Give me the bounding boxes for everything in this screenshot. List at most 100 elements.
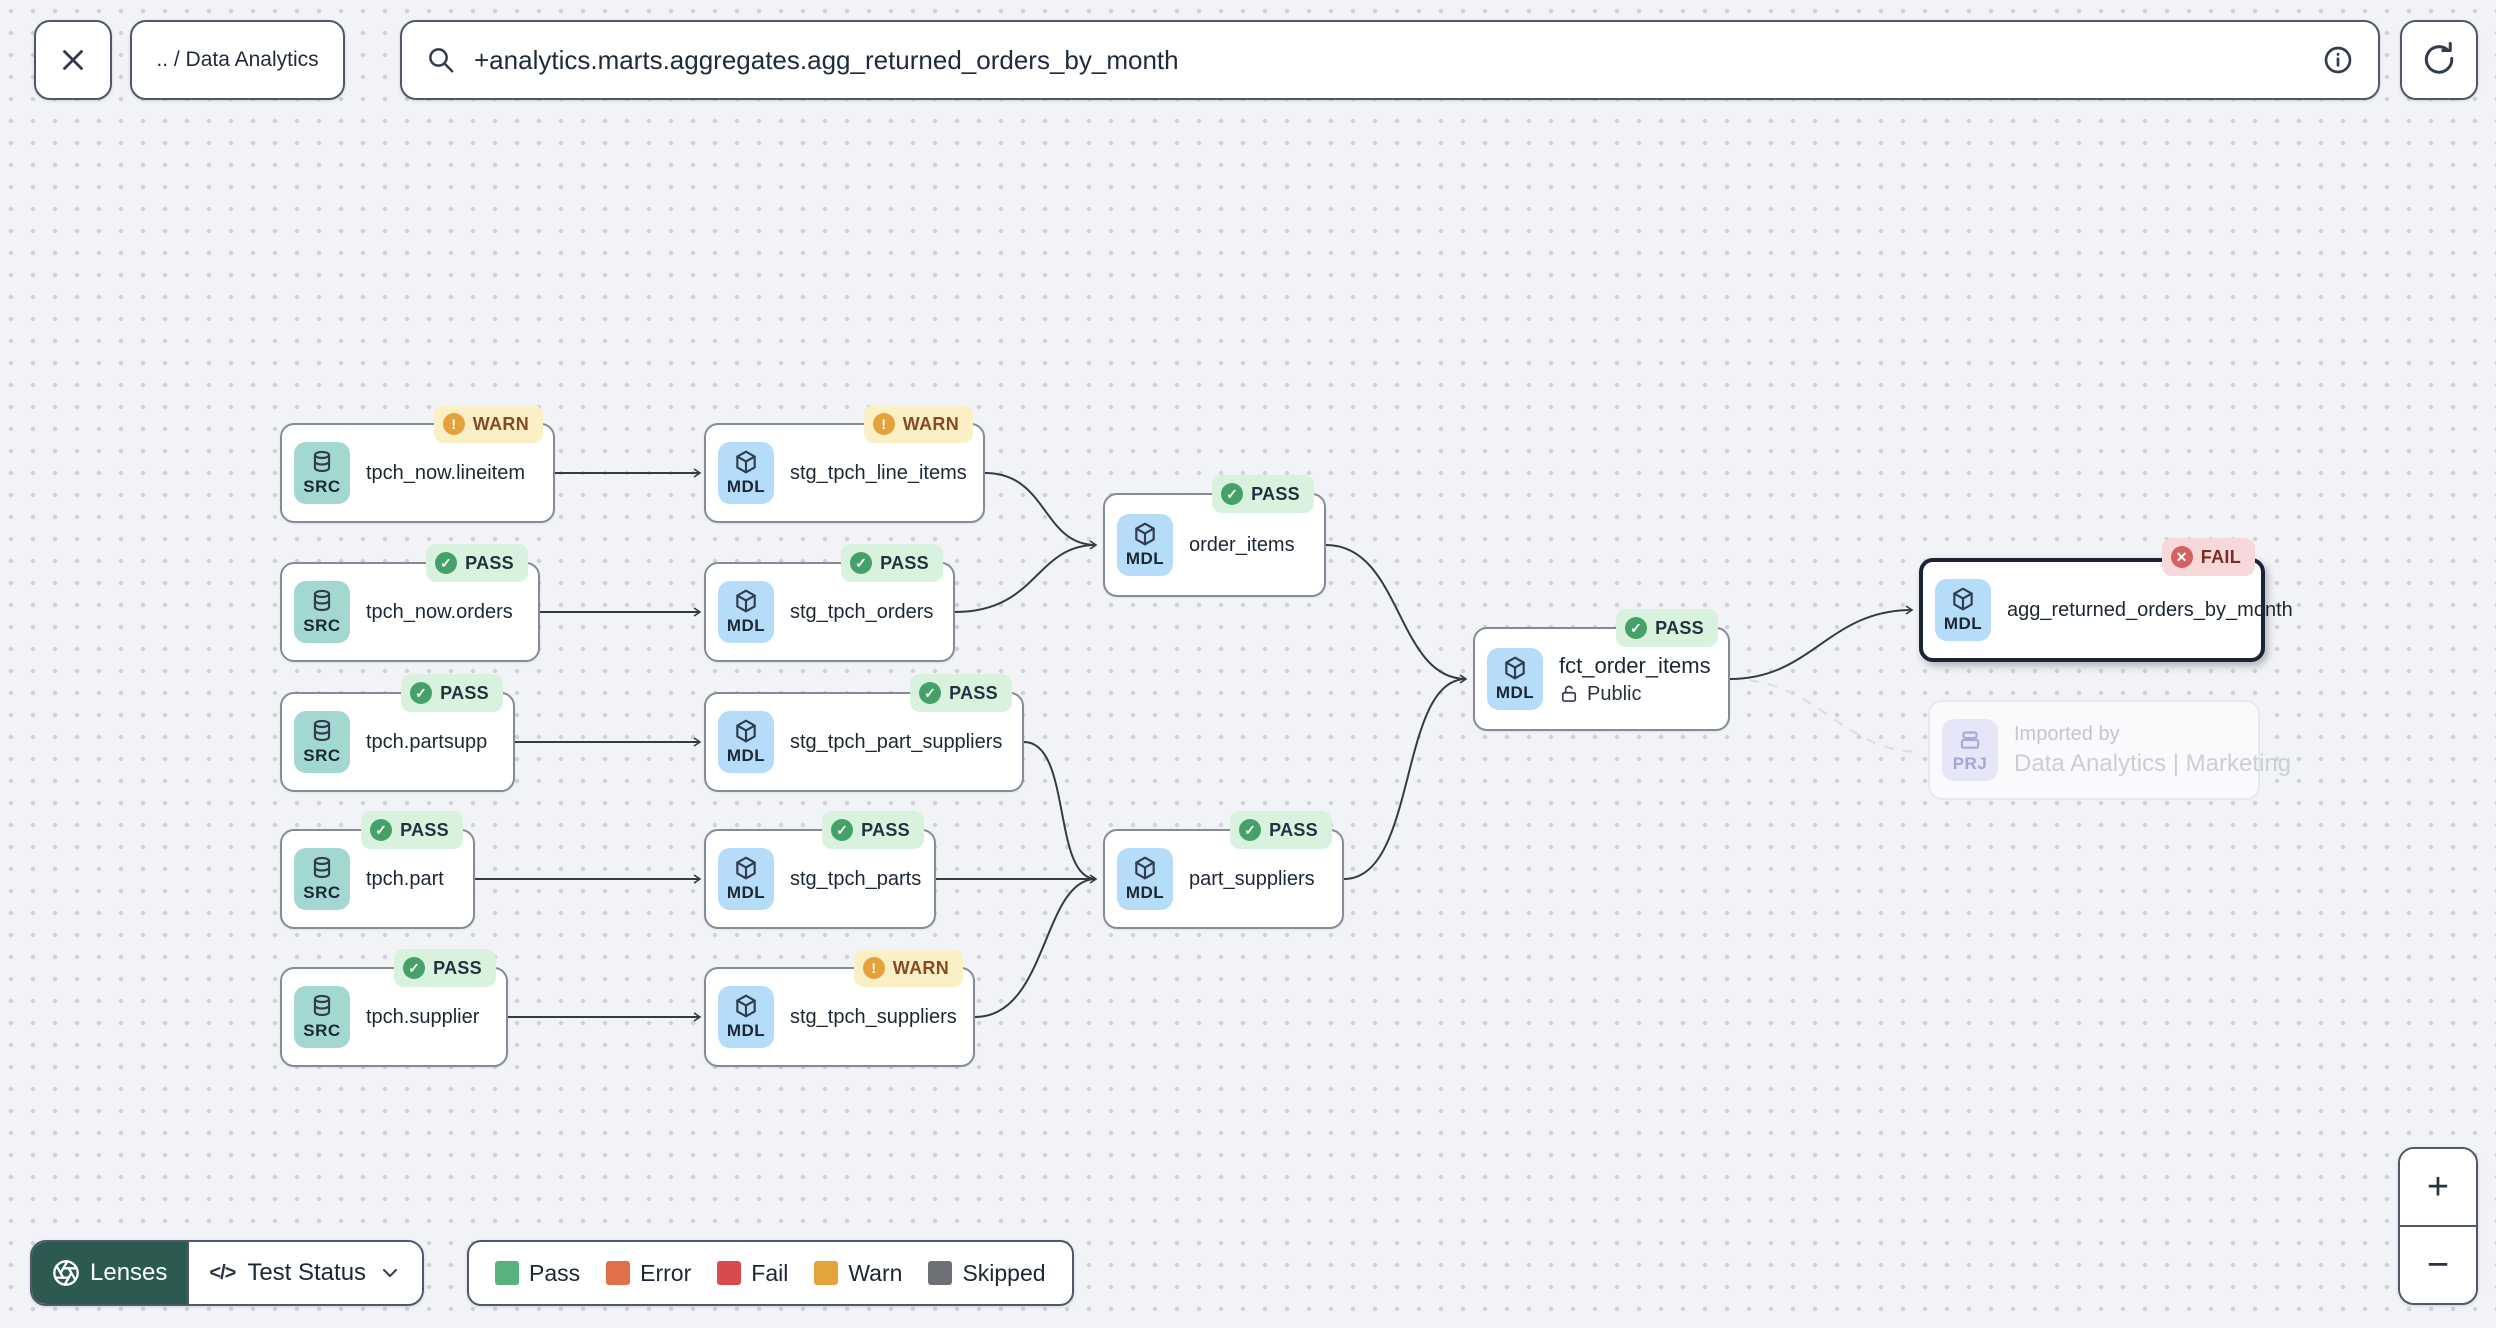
graph-node-fct-order-items[interactable]: ✓PASS MDL fct_order_items Public xyxy=(1473,609,1730,731)
test-status-legend: Pass Error Fail Warn Skipped xyxy=(467,1240,1074,1306)
fail-color-swatch xyxy=(717,1261,742,1285)
model-type-tile: MDL xyxy=(718,581,774,643)
status-badge: ✓PASS xyxy=(1230,811,1332,849)
legend-item-pass: Pass xyxy=(495,1260,580,1287)
database-icon xyxy=(313,994,331,1017)
close-button[interactable] xyxy=(34,20,112,100)
graph-node-tpch-now-lineitem[interactable]: !WARN SRC tpch_now.lineitem xyxy=(280,405,555,523)
cube-icon xyxy=(1135,522,1155,546)
imported-by-label: Imported by xyxy=(2014,722,2120,745)
source-type-tile: SRC xyxy=(294,848,350,910)
search-bar[interactable] xyxy=(400,20,2380,100)
warn-icon: ! xyxy=(872,413,895,435)
model-type-tile: MDL xyxy=(718,986,774,1048)
graph-node-stg-tpch-part-suppliers[interactable]: ✓PASS MDL stg_tpch_part_suppliers xyxy=(704,674,1024,792)
legend-item-skipped: Skipped xyxy=(928,1260,1046,1287)
status-badge: ✓PASS xyxy=(401,674,503,712)
graph-node-order-items[interactable]: ✓PASS MDL order_items xyxy=(1103,475,1326,597)
model-type-tile: MDL xyxy=(718,848,774,910)
pass-icon: ✓ xyxy=(919,682,942,704)
status-badge: ✓PASS xyxy=(426,544,528,582)
pass-icon: ✓ xyxy=(403,957,426,979)
search-icon xyxy=(429,48,454,73)
legend-item-fail: Fail xyxy=(717,1260,788,1287)
graph-node-stg-tpch-parts[interactable]: ✓PASS MDL stg_tpch_parts xyxy=(704,811,936,929)
pass-icon: ✓ xyxy=(435,552,458,574)
status-badge: !WARN xyxy=(433,405,543,443)
pass-icon: ✓ xyxy=(1221,483,1244,505)
code-icon: </> xyxy=(209,1261,236,1284)
source-type-tile: SRC xyxy=(294,581,350,643)
status-badge: ✓PASS xyxy=(361,811,463,849)
info-icon[interactable] xyxy=(2322,44,2354,76)
zoom-in-button[interactable]: + xyxy=(2400,1149,2476,1225)
graph-node-stg-tpch-suppliers[interactable]: !WARN MDL stg_tpch_suppliers xyxy=(704,949,975,1067)
graph-node-stg-tpch-orders[interactable]: ✓PASS MDL stg_tpch_orders xyxy=(704,544,955,662)
close-icon xyxy=(63,50,83,70)
database-icon xyxy=(313,450,331,473)
lens-selector[interactable]: </> Test Status xyxy=(187,1242,423,1304)
selected-lens-label: Test Status xyxy=(247,1259,367,1286)
pass-icon: ✓ xyxy=(850,552,873,574)
chevron-down-icon xyxy=(383,1269,398,1277)
database-icon xyxy=(313,856,331,879)
cube-icon xyxy=(1135,856,1155,880)
graph-node-tpch-supplier[interactable]: ✓PASS SRC tpch.supplier xyxy=(280,949,508,1067)
refresh-button[interactable] xyxy=(2400,20,2478,100)
model-type-tile: MDL xyxy=(1117,514,1173,576)
search-input[interactable] xyxy=(474,44,2304,76)
cube-icon xyxy=(736,856,756,880)
graph-node-part-suppliers[interactable]: ✓PASS MDL part_suppliers xyxy=(1103,811,1344,929)
pass-icon: ✓ xyxy=(1239,819,1262,841)
cube-icon xyxy=(1505,656,1525,680)
status-badge: ✓PASS xyxy=(1212,475,1314,513)
breadcrumb[interactable]: .. / Data Analytics xyxy=(130,20,345,100)
fail-icon: ✕ xyxy=(2170,546,2193,568)
status-badge: ✕FAIL xyxy=(2161,538,2255,576)
lenses-label: Lenses xyxy=(90,1259,168,1286)
status-badge: ✓PASS xyxy=(394,949,496,987)
lock-open-icon xyxy=(1561,685,1577,702)
zoom-controls: + − xyxy=(2398,1147,2478,1305)
legend-item-warn: Warn xyxy=(814,1260,902,1287)
zoom-out-button[interactable]: − xyxy=(2400,1225,2476,1303)
database-icon xyxy=(313,719,331,742)
breadcrumb-label: .. / Data Analytics xyxy=(156,48,319,71)
warn-color-swatch xyxy=(814,1261,839,1285)
status-badge: ✓PASS xyxy=(1616,609,1718,647)
cube-icon xyxy=(736,994,756,1018)
model-type-tile: MDL xyxy=(1935,579,1991,641)
legend-item-error: Error xyxy=(606,1260,691,1287)
pass-color-swatch xyxy=(495,1261,519,1285)
warn-icon: ! xyxy=(442,413,465,435)
graph-node-imported-by-project[interactable]: PRJ Imported by Data Analytics | Marketi… xyxy=(1928,700,2291,800)
database-icon xyxy=(313,589,331,612)
model-type-tile: MDL xyxy=(1117,848,1173,910)
source-type-tile: SRC xyxy=(294,986,350,1048)
pass-icon: ✓ xyxy=(831,819,854,841)
model-type-tile: MDL xyxy=(718,442,774,504)
model-type-tile: MDL xyxy=(718,711,774,773)
graph-node-tpch-part[interactable]: ✓PASS SRC tpch.part xyxy=(280,811,475,929)
refresh-icon xyxy=(2424,42,2454,74)
status-badge: !WARN xyxy=(863,405,973,443)
graph-node-agg-returned-orders-by-month[interactable]: ✕FAIL MDL agg_returned_orders_by_month xyxy=(1919,538,2293,662)
source-type-tile: SRC xyxy=(294,442,350,504)
skipped-color-swatch xyxy=(928,1261,953,1285)
cube-icon xyxy=(736,719,756,743)
status-badge: ✓PASS xyxy=(910,674,1012,712)
graph-node-tpch-partsupp[interactable]: ✓PASS SRC tpch.partsupp xyxy=(280,674,515,792)
lens-controls: Lenses </> Test Status xyxy=(30,1240,425,1306)
aperture-icon xyxy=(53,1260,79,1286)
lenses-button[interactable]: Lenses xyxy=(32,1242,188,1304)
access-label: Public xyxy=(1559,683,1711,706)
model-type-tile: MDL xyxy=(1487,648,1543,710)
project-icon xyxy=(1960,731,1980,749)
graph-node-tpch-now-orders[interactable]: ✓PASS SRC tpch_now.orders xyxy=(280,544,540,662)
graph-node-stg-tpch-line-items[interactable]: !WARN MDL stg_tpch_line_items xyxy=(704,405,985,523)
status-badge: !WARN xyxy=(853,949,963,987)
status-badge: ✓PASS xyxy=(822,811,924,849)
node-title: fct_order_items xyxy=(1559,652,1711,678)
